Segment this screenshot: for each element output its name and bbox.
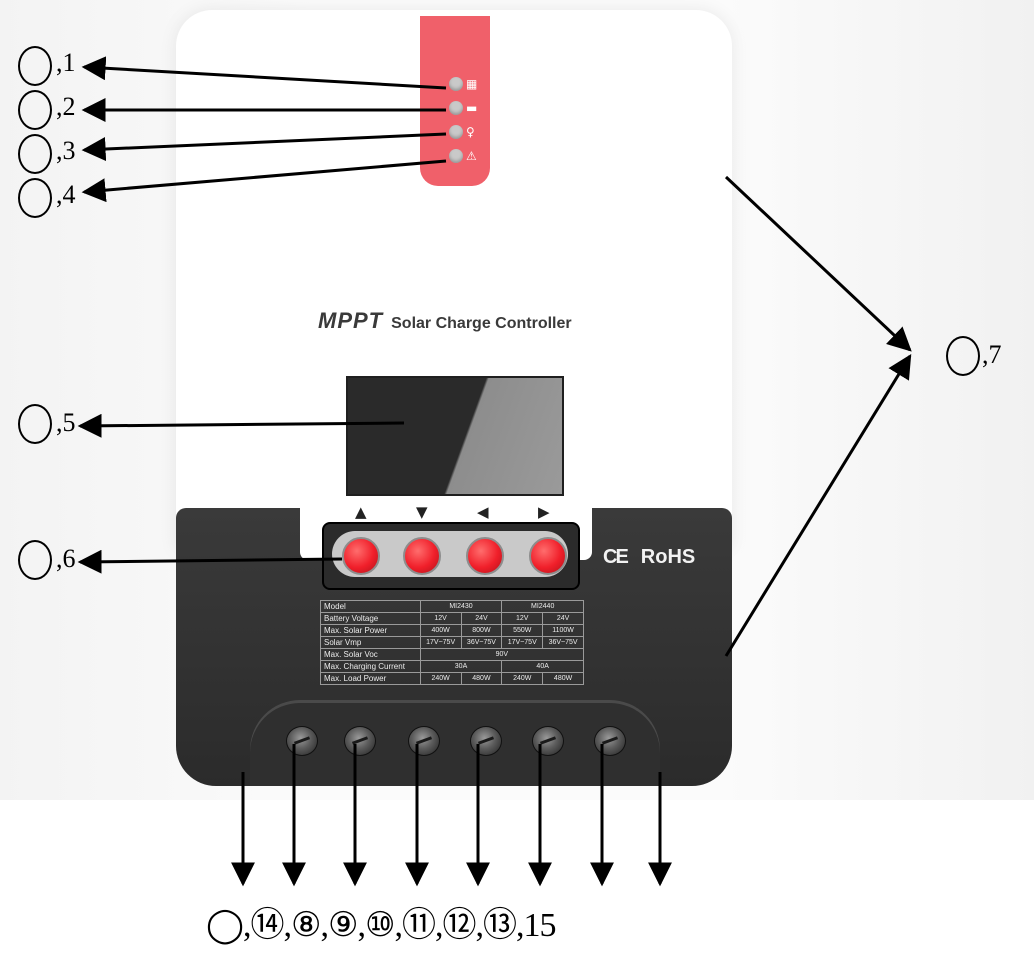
terminal-screw-1	[286, 726, 318, 756]
spec-label: Max. Load Power	[320, 672, 421, 685]
spec-cell: 240W	[419, 672, 462, 685]
right-button[interactable]	[529, 537, 567, 575]
spec-row: Max. Solar Power 400W 800W 550W 1100W	[320, 624, 584, 637]
up-arrow-icon: ▲	[355, 503, 367, 521]
rohs-mark: RoHS	[640, 546, 696, 568]
callout-label-1: ,1	[56, 48, 76, 77]
callout-label-7: ,7	[982, 340, 1002, 369]
ce-mark: CE	[603, 546, 629, 568]
terminal-screw-5	[532, 726, 564, 756]
spec-row: Max. Load Power 240W 480W 240W 480W	[320, 672, 584, 685]
solar-panel-icon: ▦	[466, 77, 478, 91]
left-button[interactable]	[466, 537, 504, 575]
arrow-4	[81, 159, 447, 203]
warning-icon: ⚠	[466, 149, 477, 163]
spec-row: Max. Solar Voc 90V	[320, 648, 585, 661]
arrow-7b	[724, 353, 912, 657]
callout-label-3: ,3	[56, 136, 76, 165]
callout-label-6: ,6	[56, 544, 76, 573]
callout-label-4: ,4	[56, 180, 76, 209]
certification-marks: CE RoHS	[603, 546, 695, 569]
up-button[interactable]	[342, 537, 380, 575]
lcd-display	[346, 376, 564, 496]
terminal-bar	[250, 700, 660, 786]
spec-row: Max. Charging Current 30A 40A	[320, 660, 584, 673]
callout-circle-7	[946, 336, 980, 376]
down-arrow-icon: ▼	[416, 503, 428, 521]
arrow-5	[77, 413, 405, 438]
right-arrow-icon: ▶	[538, 503, 550, 521]
brand-mppt: MPPT	[318, 308, 384, 333]
arrow-6	[77, 549, 343, 574]
led-fault	[449, 149, 463, 163]
terminal-screw-6	[594, 726, 626, 756]
terminal-screw-3	[408, 726, 440, 756]
callout-circle-1	[18, 46, 52, 86]
terminal-screw-2	[344, 726, 376, 756]
callout-circle-5	[18, 404, 52, 444]
callout-circle-6	[18, 540, 52, 580]
spec-row: Solar Vmp 17V~75V 36V~75V 17V~75V 36V~75…	[320, 636, 584, 649]
arrow-7a	[724, 175, 912, 352]
bulb-icon: ♀	[466, 125, 475, 139]
spec-cell: 480W	[542, 672, 584, 685]
down-button[interactable]	[403, 537, 441, 575]
callout-label-2: ,2	[56, 92, 76, 121]
callout-circle-3	[18, 134, 52, 174]
callout-circle-2	[18, 90, 52, 130]
terminal-screw-4	[470, 726, 502, 756]
arrow-1	[81, 56, 447, 90]
bottom-callout-labels: ◯,⑭,⑧,⑨,⑩,⑪,⑫,⑬,15	[206, 907, 556, 944]
spec-row: Model MI2430 MI2440	[320, 600, 584, 613]
callout-circle-4	[18, 178, 52, 218]
callout-label-5: ,5	[56, 408, 76, 437]
spec-cell: 480W	[460, 672, 503, 685]
arrow-3	[81, 132, 447, 162]
led-load	[449, 125, 463, 139]
spec-table: Model MI2430 MI2440 Battery Voltage 12V …	[320, 600, 585, 685]
brand-label: MPPT Solar Charge Controller	[318, 308, 638, 338]
spec-row: Battery Voltage 12V 24V 12V 24V	[320, 612, 584, 625]
battery-icon: ▬	[466, 101, 478, 115]
left-arrow-icon: ◀	[477, 503, 489, 521]
led-solar	[449, 77, 463, 91]
brand-product-name: Solar Charge Controller	[391, 315, 572, 332]
led-battery	[449, 101, 463, 115]
